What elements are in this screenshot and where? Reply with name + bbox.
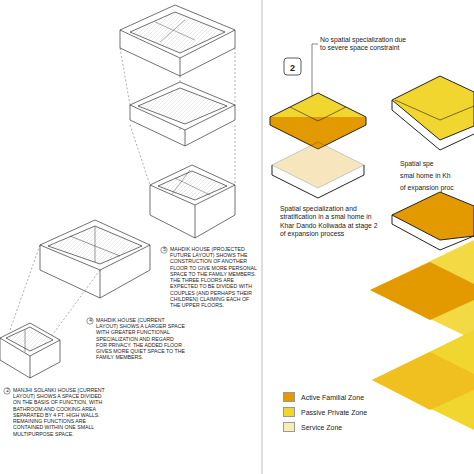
panel-number: 2 — [284, 60, 301, 77]
legend-swatch — [283, 422, 295, 432]
legend-text: Service Zone — [301, 424, 342, 431]
callout-text: No spatial specialization due to severe … — [320, 36, 412, 53]
partial-text: Spatial spe — [400, 160, 470, 168]
partial-text: smal home in Kh — [400, 172, 470, 180]
callout-number: 5 — [162, 246, 168, 254]
partial-text: of expansion proc — [400, 184, 470, 192]
legend-text: Active Familial Zone — [301, 394, 364, 401]
legend-entry: Passive Private Zone — [283, 407, 367, 417]
legend-swatch — [283, 392, 295, 402]
annotation-text: MAHDIK HOUSE (CURRENT LAYOUT) SHOWS A LA… — [96, 317, 186, 361]
callout-number: 2 — [5, 387, 11, 395]
legend-entry: Service Zone — [283, 422, 342, 432]
caption-text: Spatial specialization and stratificatio… — [280, 205, 380, 239]
legend-entry: Active Familial Zone — [283, 392, 364, 402]
callout-number: 4 — [88, 317, 94, 325]
legend-swatch — [283, 407, 295, 417]
annotation-text: MANJHI SOLANKI HOUSE (CURRENT LAYOUT) SH… — [13, 387, 107, 437]
annotation-text: MAHDIK HOUSE (PROJECTED FUTURE LAYOUT) S… — [170, 246, 258, 308]
legend-text: Passive Private Zone — [301, 409, 367, 416]
